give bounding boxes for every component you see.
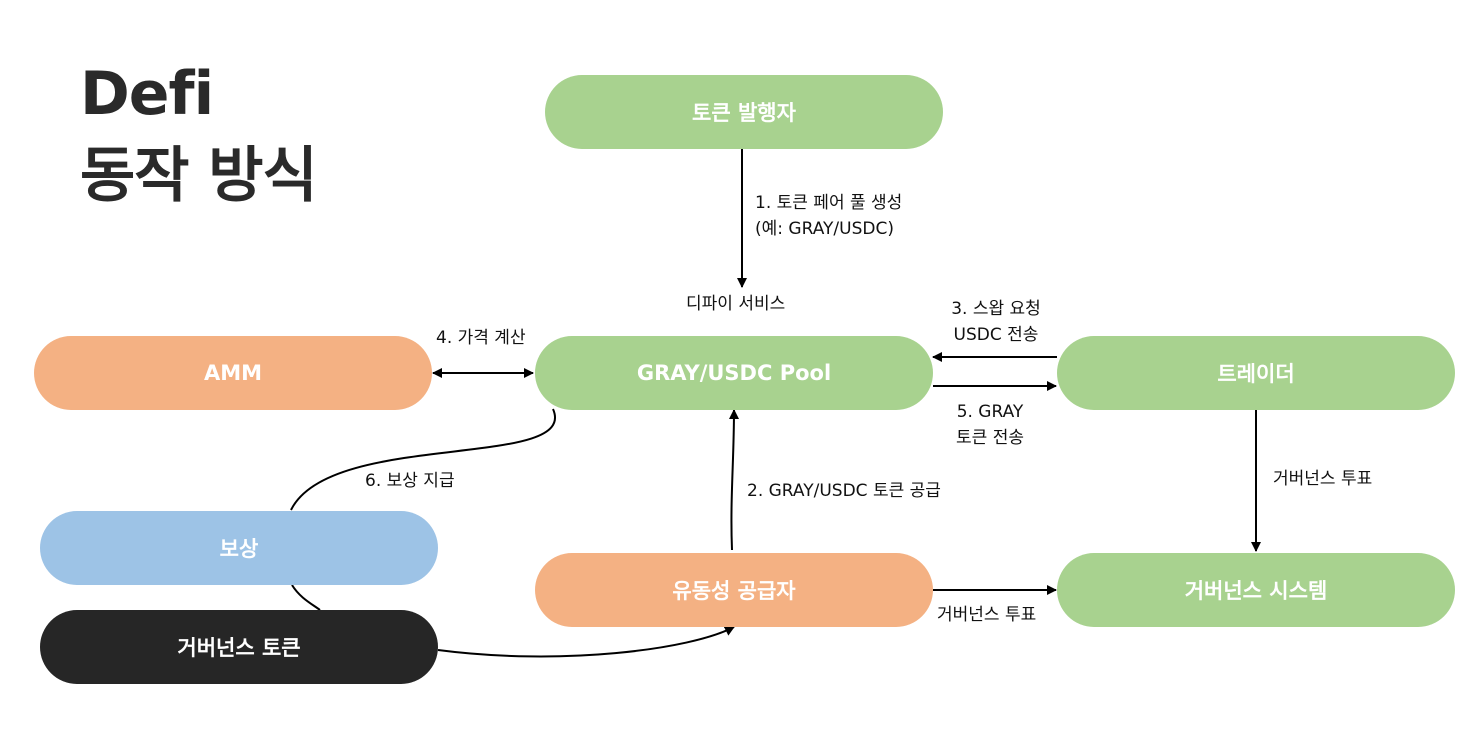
node-governance-token: 거버넌스 토큰 [40,610,438,684]
label-reward-payment: 6. 보상 지급 [365,471,455,491]
label-gray-send: 5. GRAY 토큰 전송 [934,399,1046,451]
node-governance-system: 거버넌스 시스템 [1057,553,1455,627]
label-create-pair-line1: 1. 토큰 페어 풀 생성 [755,193,903,213]
label-gov-vote-right: 거버넌스 투표 [1273,469,1373,489]
node-reward: 보상 [40,511,438,585]
label-defi-service: 디파이 서비스 [686,294,786,314]
node-pool: GRAY/USDC Pool [535,336,933,410]
label-create-pair-line2: (예: GRAY/USDC) [755,219,894,239]
node-token-issuer: 토큰 발행자 [545,75,943,149]
node-amm: AMM [34,336,432,410]
node-liquidity-provider: 유동성 공급자 [535,553,933,627]
label-gov-vote-bottom: 거버넌스 투표 [937,605,1037,625]
node-trader: 트레이더 [1057,336,1455,410]
label-gray-send-line2: 토큰 전송 [956,428,1024,448]
page-title-line1: Defi [80,59,214,129]
label-swap-request-line2: USDC 전송 [953,325,1039,345]
label-gray-send-line1: 5. GRAY [956,402,1024,422]
curve-pool-to-reward [290,408,557,511]
label-price-calc: 4. 가격 계산 [436,328,526,348]
arrow-govtoken-to-provider [437,626,735,658]
label-swap-request: 3. 스왑 요청 USDC 전송 [940,296,1052,348]
curve-reward-to-govtoken [291,584,321,611]
label-create-pair: 1. 토큰 페어 풀 생성 (예: GRAY/USDC) [755,190,902,242]
label-swap-request-line1: 3. 스왑 요청 [951,299,1041,319]
arrow-provider-to-pool [728,409,739,551]
page-title-line2: 동작 방식 [80,141,318,211]
label-supply: 2. GRAY/USDC 토큰 공급 [747,481,941,501]
